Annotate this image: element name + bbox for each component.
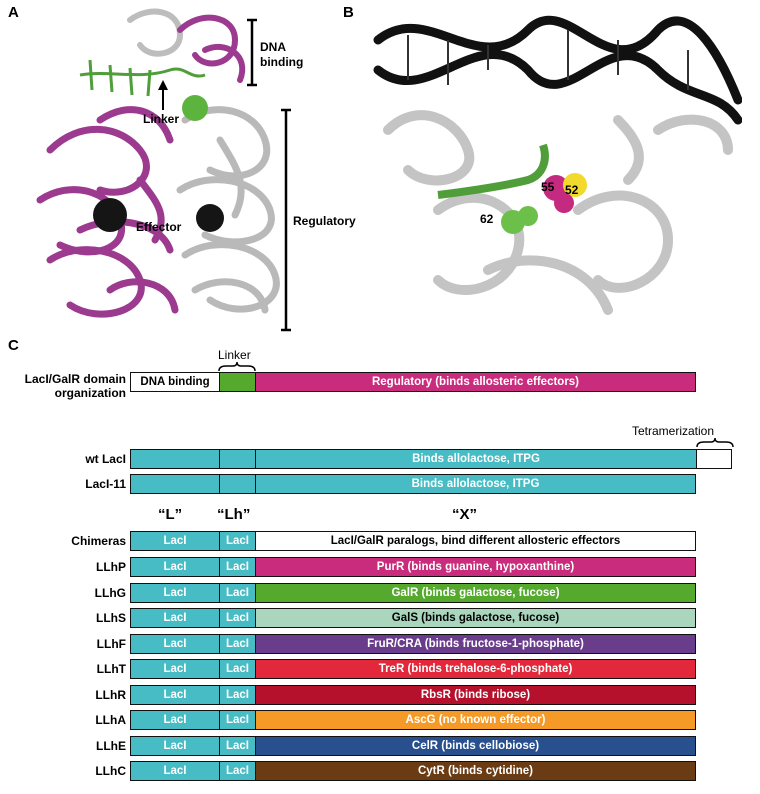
row-label-llhs: LLhS: [96, 611, 126, 625]
row-label-llhc: LLhC: [95, 764, 126, 778]
wt-regulatory-segment: Binds allolactose, ITPG: [256, 450, 697, 468]
chimeras-l-segment: LacI: [131, 532, 220, 550]
wt-linker-segment: [220, 450, 256, 468]
row-label-llhg: LLhG: [94, 586, 126, 600]
x-segment: TreR (binds trehalose-6-phosphate): [256, 660, 695, 678]
x-segment: PurR (binds guanine, hypoxanthine): [256, 558, 695, 576]
l-segment: LacI: [131, 660, 220, 678]
panel-a-structure: [36, 8, 291, 332]
chimeras-lh-segment: LacI: [220, 532, 256, 550]
wt-laci-label: wt LacI: [85, 452, 126, 466]
residue-62-label: 62: [480, 212, 494, 226]
laci11-bar: Binds allolactose, ITPG: [130, 474, 696, 494]
lh-segment: LacI: [220, 762, 256, 780]
laci11-regulatory-segment: Binds allolactose, ITPG: [256, 475, 695, 493]
row-label-llhp: LLhP: [96, 560, 126, 574]
tetramerization-label: Tetramerization: [632, 424, 715, 438]
col-head-lh: “Lh”: [217, 506, 251, 523]
l-segment: LacI: [131, 584, 220, 602]
x-segment: GalS (binds galactose, fucose): [256, 609, 695, 627]
linker-top-label: Linker: [218, 348, 251, 362]
l-segment: LacI: [131, 609, 220, 627]
l-segment: LacI: [131, 762, 220, 780]
linker-label: Linker: [143, 112, 180, 126]
regulatory-segment: Regulatory (binds allosteric effectors): [256, 373, 695, 391]
residue-52-label: 52: [565, 183, 579, 197]
lh-segment: LacI: [220, 686, 256, 704]
row-label-llha: LLhA: [95, 713, 126, 727]
chimeras-label: Chimeras: [71, 534, 126, 548]
panel-c-label: C: [8, 337, 19, 354]
residue-55-label: 55: [541, 180, 555, 194]
lh-segment: LacI: [220, 737, 256, 755]
row-label-llht: LLhT: [96, 662, 126, 676]
panel-b-structure: [368, 10, 742, 318]
panel-a-label: A: [8, 4, 19, 21]
row-label-llhr: LLhR: [95, 688, 126, 702]
x-segment: GalR (binds galactose, fucose): [256, 584, 695, 602]
laci11-linker-segment: [220, 475, 256, 493]
x-segment: CelR (binds cellobiose): [256, 737, 695, 755]
l-segment: LacI: [131, 737, 220, 755]
linker-brace: [218, 362, 256, 372]
l-segment: LacI: [131, 558, 220, 576]
lh-segment: LacI: [220, 609, 256, 627]
lh-segment: LacI: [220, 584, 256, 602]
wt-tetramerization-segment: [697, 450, 731, 468]
tetramerization-brace: [696, 438, 734, 448]
linker-segment: [220, 373, 256, 391]
x-segment: AscG (no known effector): [256, 711, 695, 729]
laci11-dna-segment: [131, 475, 220, 493]
lh-segment: LacI: [220, 711, 256, 729]
panel-b-label: B: [343, 4, 354, 21]
l-segment: LacI: [131, 711, 220, 729]
laci11-label: LacI-11: [85, 477, 126, 491]
row-label-llhf: LLhF: [96, 637, 126, 651]
row-label-llhe: LLhE: [96, 739, 126, 753]
dna-binding-line2: binding: [260, 55, 304, 69]
regulatory-label: Regulatory: [293, 214, 356, 228]
wt-dna-segment: [131, 450, 220, 468]
dna-binding-segment: DNA binding: [131, 373, 220, 391]
effector-label: Effector: [136, 220, 182, 234]
domain-label-line1: LacI/GalR domain: [24, 372, 126, 386]
chimeras-x-segment: LacI/GalR paralogs, bind different allos…: [256, 532, 695, 550]
col-head-x: “X”: [452, 506, 478, 523]
lh-segment: LacI: [220, 635, 256, 653]
x-segment: FruR/CRA (binds fructose-1-phosphate): [256, 635, 695, 653]
lh-segment: LacI: [220, 660, 256, 678]
x-segment: RbsR (binds ribose): [256, 686, 695, 704]
l-segment: LacI: [131, 635, 220, 653]
dna-binding-label: DNA binding: [260, 40, 303, 70]
dna-binding-line1: DNA: [260, 40, 286, 54]
domain-label-line2: organization: [54, 386, 126, 400]
domain-row-label: LacI/GalR domain organization: [2, 372, 126, 400]
col-head-l: “L”: [158, 506, 183, 523]
chimeras-bar: LacI LacI LacI/GalR paralogs, bind diffe…: [130, 531, 696, 551]
domain-organization-bar: DNA binding Regulatory (binds allosteric…: [130, 372, 696, 392]
x-segment: CytR (binds cytidine): [256, 762, 695, 780]
l-segment: LacI: [131, 686, 220, 704]
wt-laci-bar: Binds allolactose, ITPG: [130, 449, 732, 469]
lh-segment: LacI: [220, 558, 256, 576]
